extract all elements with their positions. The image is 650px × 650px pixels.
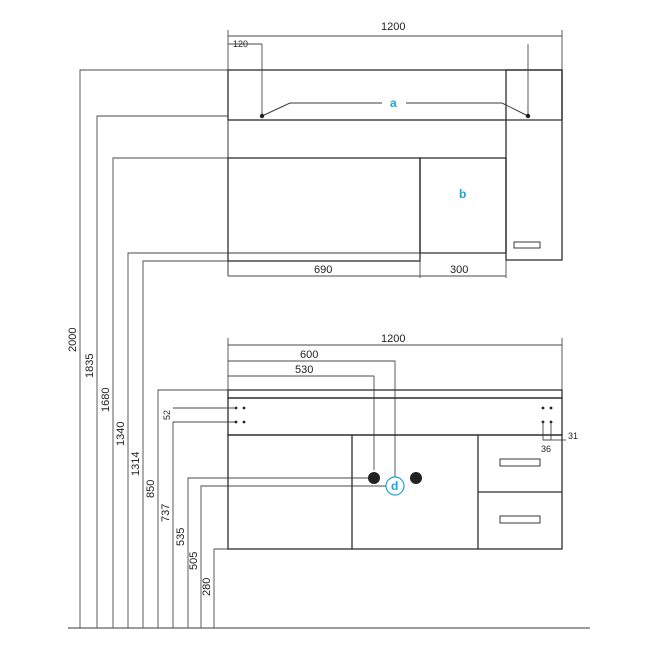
label-36: 36 [541, 444, 551, 454]
mark-c-left: c [371, 473, 376, 483]
upper-side-cabinet [505, 69, 563, 261]
upper-side-handle[interactable] [513, 241, 541, 249]
upper-unit: 1200 120 690 300 a b [227, 21, 563, 278]
label-850: 850 [145, 480, 157, 498]
dim-line-280 [213, 548, 228, 628]
label-2000: 2000 [67, 328, 79, 352]
dim-line-535 [187, 477, 372, 628]
label-1835: 1835 [84, 354, 96, 378]
mark-b: b [459, 187, 466, 201]
fixing-point-right [525, 113, 531, 119]
mark-d: d [391, 479, 398, 493]
dim-line-2000 [79, 69, 228, 628]
dim-line-1835 [96, 115, 228, 628]
drawer-handle-top[interactable] [499, 458, 541, 467]
water-connection-left [368, 472, 380, 484]
label-31: 31 [568, 431, 578, 441]
height-dimensions: 2000 1835 1680 1340 1314 850 737 535 505… [67, 69, 386, 628]
label-1680: 1680 [100, 388, 112, 412]
dim-line-737 [172, 421, 236, 628]
dim-line-1314 [142, 260, 228, 628]
label-1340: 1340 [115, 422, 127, 446]
label-600: 600 [300, 349, 318, 361]
label-52: 52 [162, 410, 172, 420]
dim-line-1680 [112, 157, 228, 628]
water-connection-right [410, 472, 422, 484]
upper-shelf-box-300 [419, 157, 507, 254]
dim-line-505 [200, 485, 386, 628]
label-1314: 1314 [130, 452, 142, 476]
upper-right-width-label: 300 [450, 264, 468, 276]
dim-line-1340 [127, 252, 228, 628]
fixing-point-left [259, 113, 265, 119]
drawer-handle-bottom[interactable] [499, 515, 541, 524]
lamp-line-a [261, 102, 382, 117]
label-737: 737 [160, 504, 172, 522]
lower-unit: 1200 600 530 52 31 36 [162, 333, 578, 550]
label-535: 535 [175, 528, 187, 546]
label-530: 530 [295, 364, 313, 376]
mark-c-right: c [413, 473, 418, 483]
upper-shelf-box-690 [227, 157, 421, 262]
lower-width-label: 1200 [381, 333, 405, 345]
upper-left-width-label: 690 [314, 264, 332, 276]
drain-connection [385, 476, 405, 496]
dim-line-850 [157, 389, 228, 628]
dim-line-530 [228, 375, 375, 470]
mark-a: a [390, 96, 397, 110]
upper-mirror-panel [227, 69, 563, 121]
upper-width-label: 1200 [381, 21, 405, 33]
dim-line-600 [228, 360, 396, 478]
label-505: 505 [188, 552, 200, 570]
label-280: 280 [201, 578, 213, 596]
